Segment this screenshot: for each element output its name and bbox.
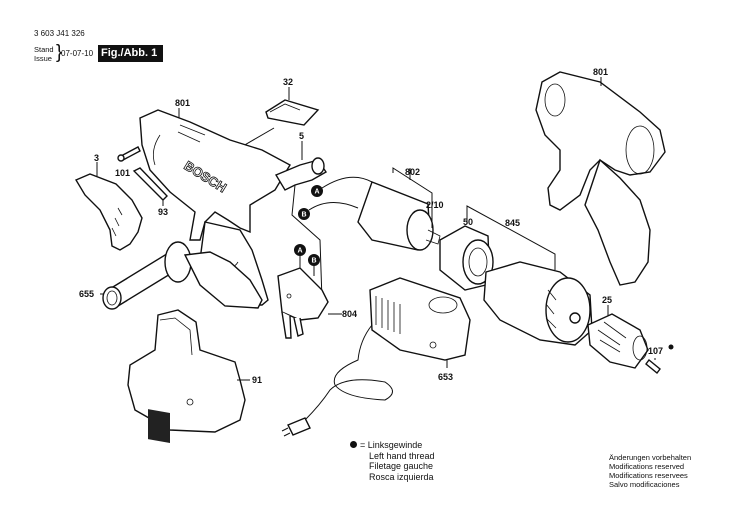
issue-label: Issue: [34, 54, 52, 63]
notice-line-1: Modifications reserved: [609, 462, 685, 471]
label-655: 655: [79, 289, 95, 299]
label-2-10: 2/10: [426, 200, 444, 210]
connector-b-badge-motor: B: [298, 202, 359, 220]
legend-line-2: Filetage gauche: [369, 461, 434, 471]
legend-line-3: Rosca izquierda: [369, 471, 434, 482]
label-5: 5: [299, 131, 305, 141]
svg-text:A: A: [298, 248, 303, 255]
label-93: 93: [158, 207, 169, 217]
label-32: 32: [283, 77, 294, 87]
label-802: 802: [405, 167, 421, 177]
notice-line-0: Änderungen vorbehalten: [609, 453, 692, 462]
modifications-notice: Änderungen vorbehalten Modifications res…: [609, 453, 691, 489]
left-hand-thread-icon: [350, 441, 357, 448]
part-653-charger[interactable]: [281, 277, 471, 437]
stand-label: Stand: [34, 45, 54, 54]
notice-line-3: Salvo modificaciones: [609, 480, 680, 489]
issue-date: 07-07-10: [61, 49, 94, 58]
label-101: 101: [115, 168, 131, 178]
label-804: 804: [342, 309, 358, 319]
label-3: 3: [94, 153, 100, 163]
svg-text:B: B: [312, 258, 317, 265]
legend-line-0: = Linksgewinde: [350, 440, 435, 451]
label-801-right: 801: [593, 67, 609, 77]
svg-text:A: A: [315, 189, 320, 196]
part-101-screw[interactable]: [117, 146, 141, 162]
part-804-switch-module[interactable]: [277, 267, 342, 339]
part-5-switch[interactable]: [274, 141, 327, 301]
svg-text:B: B: [302, 212, 307, 219]
legend: = Linksgewinde Left hand thread Filetage…: [350, 440, 435, 482]
part-25-chuck[interactable]: [587, 305, 649, 369]
part-3-cover[interactable]: [74, 162, 143, 251]
connector-b-badge-switch: B: [308, 254, 320, 276]
part-801-housing-left[interactable]: BOSCH: [139, 108, 291, 306]
legend-line-1: Left hand thread: [369, 450, 435, 461]
part-93-pin[interactable]: [132, 167, 168, 206]
part-845-gearbox[interactable]: [483, 261, 593, 346]
part-91-battery[interactable]: [127, 309, 250, 443]
label-107: 107: [648, 346, 664, 356]
label-845: 845: [505, 218, 521, 228]
left-hand-thread-marker: [668, 344, 674, 350]
label-91: 91: [252, 375, 263, 385]
label-801-left: 801: [175, 98, 191, 108]
connector-a-badge-motor: A: [311, 176, 373, 197]
part-801-housing-right[interactable]: [535, 71, 666, 286]
part-32-cap[interactable]: [235, 87, 320, 151]
label-25: 25: [602, 295, 613, 305]
label-50: 50: [463, 217, 474, 227]
part-107-screw[interactable]: [645, 344, 674, 375]
connector-a-badge-switch: A: [294, 244, 306, 268]
stand-issue-label: Stand Issue: [34, 45, 54, 63]
brace-icon: }: [56, 42, 63, 63]
document-code: 3 603 J41 326: [34, 29, 85, 38]
part-655-side-handle[interactable]: [100, 241, 263, 310]
label-653: 653: [438, 372, 454, 382]
part-50-gear-ring[interactable]: [439, 205, 556, 291]
figure-label: Fig./Abb. 1: [98, 45, 164, 62]
notice-line-2: Modifications reservees: [609, 471, 688, 480]
part-802-motor[interactable]: [357, 167, 441, 251]
